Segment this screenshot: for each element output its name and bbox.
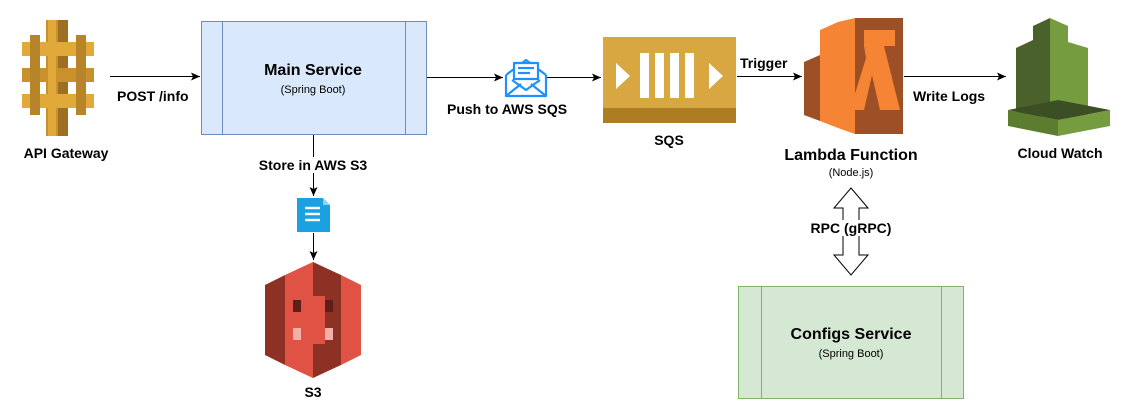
edge-label-post-info: POST /info xyxy=(117,88,189,104)
lambda-title: Lambda Function xyxy=(784,147,918,164)
main-service-subtitle: (Spring Boot) xyxy=(280,84,346,96)
api-gateway-icon xyxy=(22,20,94,136)
edge-label-write-logs: Write Logs xyxy=(913,88,986,104)
document-icon xyxy=(297,198,330,232)
sqs-label: SQS xyxy=(654,132,684,148)
cloud-watch-label: Cloud Watch xyxy=(1017,145,1103,161)
s3-label: S3 xyxy=(304,384,322,400)
edge-label-rpc: RPC (gRPC) xyxy=(810,220,892,236)
sqs-icon xyxy=(603,37,736,123)
cloud-watch-icon xyxy=(1008,18,1110,136)
api-gateway-label: API Gateway xyxy=(23,145,109,161)
edge-label-store-s3: Store in AWS S3 xyxy=(258,157,368,173)
lambda-icon xyxy=(804,18,903,134)
lambda-subtitle: (Node.js) xyxy=(828,167,874,179)
edge-label-push-sqs: Push to AWS SQS xyxy=(447,101,568,117)
s3-icon xyxy=(265,262,361,378)
edge-label-trigger: Trigger xyxy=(740,55,788,71)
message-icon xyxy=(504,58,548,98)
configs-service-box[interactable] xyxy=(738,286,964,399)
main-service-title: Main Service xyxy=(264,62,362,79)
configs-service-title: Configs Service xyxy=(790,326,912,343)
configs-service-subtitle: (Spring Boot) xyxy=(818,348,884,360)
main-service-box[interactable] xyxy=(201,21,427,135)
